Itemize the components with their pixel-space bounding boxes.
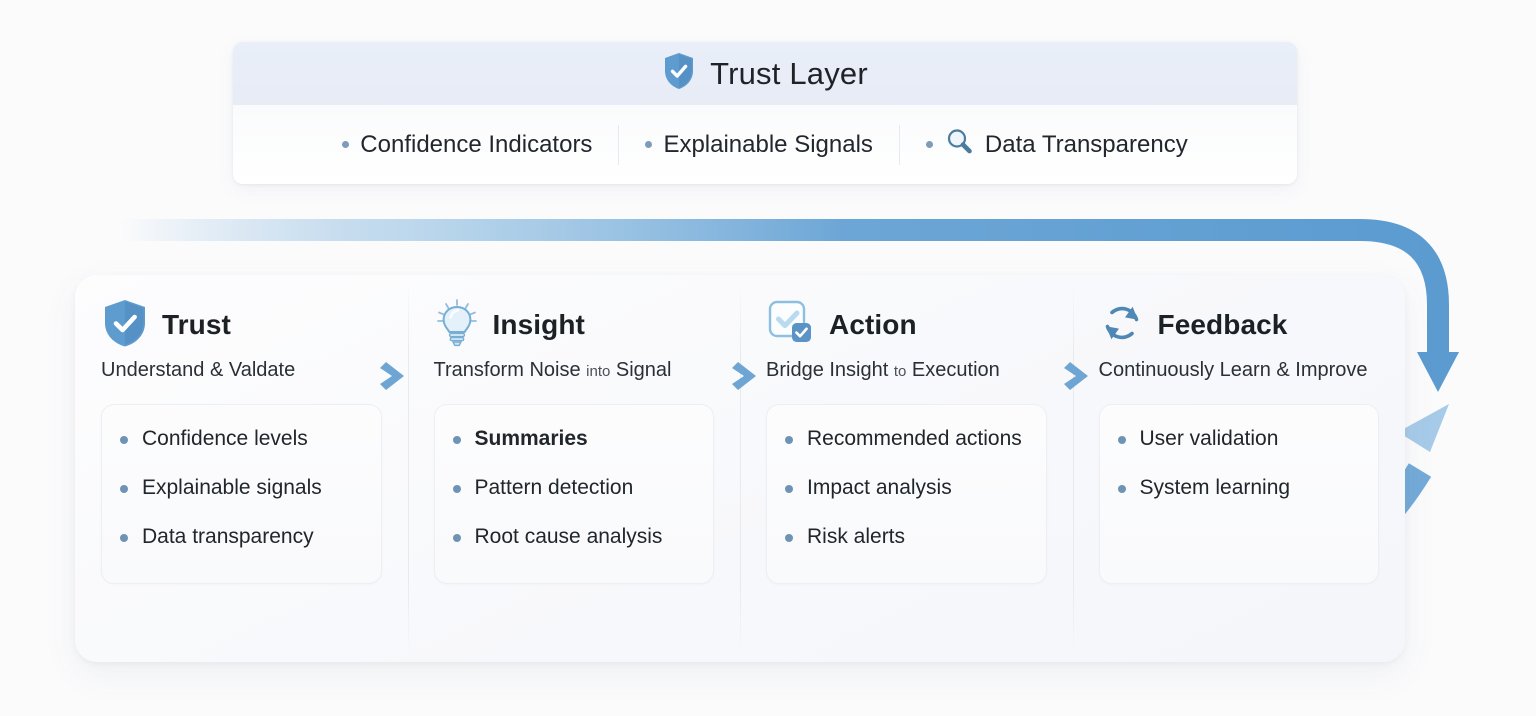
list-item-label: System learning [1139,476,1291,499]
bullet-dot-icon [120,534,128,542]
trust-layer-item-data-transparency[interactable]: Data Transparency [900,126,1214,163]
list-item-label: Data transparency [142,525,314,548]
trust-layer-title: Trust Layer [710,55,868,91]
column-title: Feedback [1157,309,1288,340]
list-item-label: User validation [1139,427,1279,450]
refresh-cycle-icon [1099,300,1145,351]
trust-layer-banner: Trust Layer Confidence Indicators Explai… [233,42,1297,184]
flow-column-feedback[interactable]: Feedback Continuously Learn & Improve Us… [1072,275,1406,662]
divider [618,124,620,165]
trust-layer-item-label: Confidence Indicators [360,130,593,158]
list-item-label: Summaries [474,427,588,450]
flow-column-action[interactable]: Action Bridge Insight to Execution Recom… [740,275,1073,662]
column-subtitle-main: Transform Noise [433,359,587,381]
column-subtitle-main: Continuously Learn & Improve [1098,359,1368,381]
bullet-dot-icon [342,141,350,148]
flow-column-insight[interactable]: Insight Transform Noise into Signal Summ… [407,275,741,662]
list-item: Root cause analysis [452,525,700,549]
bullet-dot-icon [645,141,653,148]
column-subtitle-tail: Execution [906,359,1000,381]
column-subtitle: Bridge Insight to Execution [766,359,1047,382]
magnifier-icon [944,126,974,163]
column-title: Insight [492,309,585,340]
list-item: Explainable signals [120,476,367,500]
column-subtitle: Transform Noise into Signal [434,359,715,382]
column-bullet-card: Summaries Pattern detection Root cause a… [433,404,714,584]
trust-layer-item-explainable-signals[interactable]: Explainable Signals [619,131,898,159]
trust-layer-item-label: Data Transparency [984,130,1188,158]
column-bullet-card: Confidence levels Explainable signals Da… [101,404,382,584]
list-item: User validation [1117,427,1365,451]
list-item: Impact analysis [785,476,1032,500]
column-bullet-card: Recommended actions Impact analysis Risk… [766,404,1047,584]
flow-column-trust[interactable]: Trust Understand & Valdate Confidence le… [75,275,408,662]
column-header: Action [766,299,1047,351]
bullet-dot-icon [925,141,933,148]
bullet-dot-icon [452,436,461,444]
column-title: Trust [162,309,231,340]
checkbox-check-icon [766,297,816,354]
bullet-dot-icon [785,485,793,493]
lightbulb-icon [434,297,480,354]
trust-layer-items: Confidence Indicators Explainable Signal… [233,105,1297,184]
list-item: Data transparency [120,525,367,549]
bullet-dot-icon [1117,485,1126,493]
column-subtitle-tail: Signal [610,359,672,381]
list-item-label: Impact analysis [807,476,952,499]
column-header: Trust [101,299,382,351]
shield-check-icon [662,51,696,96]
list-item: Pattern detection [452,476,700,500]
column-subtitle: Continuously Learn & Improve [1099,359,1380,382]
column-subtitle-main: Bridge Insight [766,359,894,381]
list-item: Recommended actions [785,427,1032,451]
column-subtitle: Understand & Valdate [101,359,382,382]
trust-layer-item-label: Explainable Signals [663,130,873,158]
list-item: Summaries [452,427,700,451]
bullet-dot-icon [785,534,793,542]
list-item-label: Risk alerts [807,525,906,548]
bullet-dot-icon [1117,436,1126,444]
bullet-dot-icon [452,485,461,493]
list-item-label: Root cause analysis [474,525,663,548]
flow-columns: Trust Understand & Valdate Confidence le… [75,275,1405,662]
list-item: Confidence levels [120,427,367,451]
column-header: Insight [434,297,715,354]
trust-layer-header: Trust Layer [233,42,1297,105]
column-subtitle-small: into [586,363,611,380]
list-item-label: Confidence levels [142,427,308,450]
bullet-dot-icon [120,436,128,444]
list-item-label: Pattern detection [474,476,634,499]
list-item-label: Explainable signals [142,476,322,499]
divider [898,124,900,165]
list-item-label: Recommended actions [807,427,1022,450]
shield-check-icon [101,297,149,354]
column-bullet-card: User validation System learning [1098,404,1379,584]
column-title: Action [829,309,917,340]
bullet-dot-icon [452,534,461,542]
bullet-dot-icon [120,485,128,493]
column-header: Feedback [1099,299,1380,351]
column-subtitle-small: to [893,363,907,380]
list-item: System learning [1117,476,1365,500]
bullet-dot-icon [785,436,793,444]
trust-layer-item-confidence-indicators[interactable]: Confidence Indicators [316,131,618,159]
column-subtitle-main: Understand & Valdate [101,359,296,381]
list-item: Risk alerts [785,525,1032,549]
